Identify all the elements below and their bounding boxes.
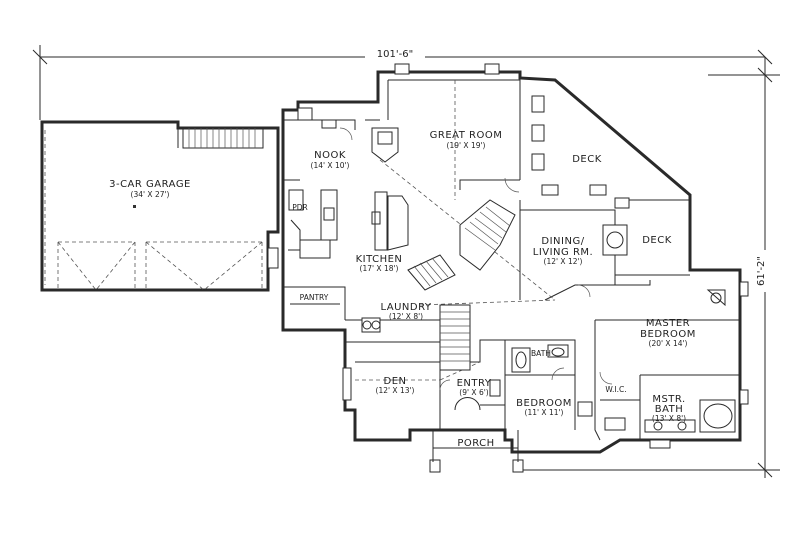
garage xyxy=(40,120,280,292)
garage-stairs xyxy=(182,127,264,149)
den-name: DEN xyxy=(384,376,407,387)
overall-width-label: 101'-6" xyxy=(377,49,413,60)
pdr-name: PDR xyxy=(292,203,308,212)
pantry-name: PANTRY xyxy=(300,293,329,302)
porch-name: PORCH xyxy=(457,438,494,449)
central-stairs xyxy=(407,199,516,371)
laundry-size: (12' X 8') xyxy=(389,312,423,321)
master-bedroom-size: (20' X 14') xyxy=(649,339,688,348)
master-bedroom-name-line2: BEDROOM xyxy=(640,329,696,340)
kitchen-fixtures xyxy=(288,189,409,333)
overall-depth-dimension: 61'-2" xyxy=(520,57,780,478)
bath-name: BATH xyxy=(531,349,551,358)
dining-size: (12' X 12') xyxy=(544,257,583,266)
nook-size: (14' X 10') xyxy=(311,161,350,170)
interior-ceiling-lines xyxy=(355,80,556,381)
master-bath-name-line1: MSTR. xyxy=(652,394,685,405)
dining-name-line2: LIVING RM. xyxy=(533,247,593,258)
bath-fixtures xyxy=(511,344,736,433)
nook-name: NOOK xyxy=(314,150,346,161)
bedroom-size: (11' X 11') xyxy=(525,408,564,417)
master-bath-name-line2: BATH xyxy=(655,404,684,415)
garage-size: (34' X 27') xyxy=(131,190,170,199)
window-boxes xyxy=(267,63,749,473)
master-fixture xyxy=(706,289,726,307)
great-room-fireplace xyxy=(371,127,399,163)
kitchen-size: (17' X 18') xyxy=(360,264,399,273)
dining-fireplace xyxy=(602,224,628,256)
dining-name-line1: DINING/ xyxy=(541,236,584,247)
den-size: (12' X 13') xyxy=(376,386,415,395)
entry-size: (9' X 6') xyxy=(459,388,488,397)
great-room-name: GREAT ROOM xyxy=(430,130,503,141)
bedroom-name: BEDROOM xyxy=(516,398,572,409)
laundry-name: LAUNDRY xyxy=(380,302,431,313)
overall-depth-label: 61'-2" xyxy=(756,256,767,286)
kitchen-name: KITCHEN xyxy=(356,254,403,265)
deck-upper-name: DECK xyxy=(572,154,602,165)
entry-name: ENTRY xyxy=(457,378,492,389)
porch-area xyxy=(432,397,519,462)
door-swings xyxy=(339,127,613,391)
master-bedroom-name-line1: MASTER xyxy=(646,318,690,329)
garage-name: 3-CAR GARAGE xyxy=(109,179,191,190)
room-labels: 3-CAR GARAGE (34' X 27') NOOK (14' X 10'… xyxy=(109,130,696,449)
great-room-size: (19' X 19') xyxy=(447,141,486,150)
deck-right-name: DECK xyxy=(642,235,672,246)
wic-name: W.I.C. xyxy=(605,385,626,394)
overall-width-dimension: 101'-6" xyxy=(32,45,773,120)
master-bath-size: (13' X 8') xyxy=(652,414,686,423)
